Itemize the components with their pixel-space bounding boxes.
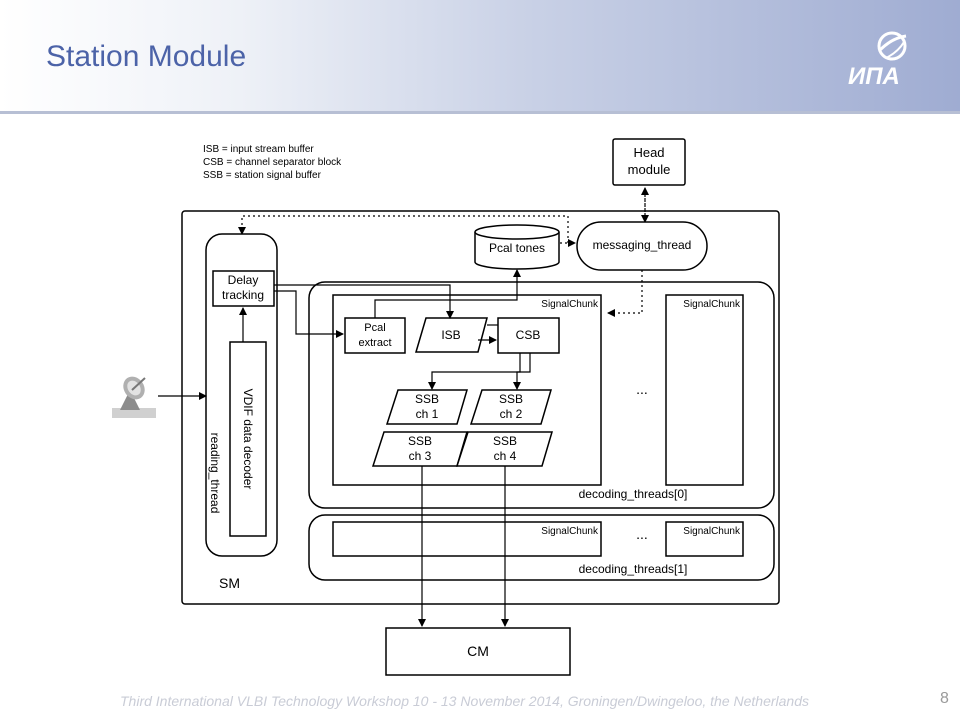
slide-footer: Third International VLBI Technology Work…: [120, 693, 809, 709]
radio-telescope-icon: [112, 376, 156, 418]
head-module-label-2: module: [628, 162, 671, 177]
legend-ssb: SSB = station signal buffer: [203, 170, 322, 181]
signal-chunk-label-main: SignalChunk: [541, 299, 599, 310]
isb-shape: [414, 317, 488, 353]
pcal-tones-store: [474, 224, 560, 270]
signal-chunk-box-right: [665, 294, 744, 486]
delay-tracking-label-1: Delay: [228, 273, 259, 287]
decoding-threads-1-box: [308, 514, 775, 581]
signal-chunk-label-right: SignalChunk: [683, 299, 741, 310]
signal-chunk-label-row2-main: SignalChunk: [541, 526, 599, 537]
page-number: 8: [940, 690, 949, 707]
vdif-decoder-box: [229, 341, 267, 537]
csb-label: CSB: [516, 328, 541, 342]
head-module-label-1: Head: [633, 145, 664, 160]
reading-thread-label: reading_thread: [208, 433, 222, 514]
csb-box: [497, 317, 560, 354]
decoding-threads-0-label: decoding_threads[0]: [579, 487, 688, 501]
legend-isb: ISB = input stream buffer: [203, 144, 314, 155]
ssb-ch4-shape: [455, 431, 554, 467]
ssb-ch2-label-1: SSB: [499, 392, 523, 406]
delay-tracking-box: [212, 270, 275, 307]
globe-icon: [877, 31, 907, 61]
head-module-box: [612, 138, 686, 186]
cm-label: CM: [467, 643, 489, 659]
header-divider: [0, 111, 960, 114]
ssb-ch3-label-2: ch 3: [409, 449, 432, 463]
sm-box: [181, 210, 780, 605]
cm-box: [385, 627, 571, 676]
pcal-extract-label-1: Pcal: [364, 322, 385, 334]
institute-logo: ИПА: [846, 28, 916, 92]
legend-csb: CSB = channel separator block: [203, 157, 342, 168]
sm-label: SM: [219, 575, 240, 591]
pcal-extract-label-2: extract: [358, 337, 391, 349]
pcal-extract-box: [344, 317, 406, 354]
ssb-ch1-label-2: ch 1: [416, 407, 439, 421]
isb-label: ISB: [441, 328, 460, 342]
ellipsis-0: ...: [636, 381, 648, 397]
slide-header: [0, 0, 960, 111]
messaging-thread-label: messaging_thread: [593, 238, 692, 252]
logo-text: ИПА: [848, 63, 900, 90]
vdif-decoder-label: VDIF data decoder: [241, 389, 255, 490]
ssb-ch1-label-1: SSB: [415, 392, 439, 406]
ssb-ch3-label-1: SSB: [408, 434, 432, 448]
ssb-ch2-label-2: ch 2: [500, 407, 523, 421]
ellipsis-1: ...: [636, 526, 648, 542]
ssb-ch4-label-2: ch 4: [494, 449, 517, 463]
signal-chunk-box-row2-main: [332, 521, 602, 557]
delay-tracking-label-2: tracking: [222, 288, 264, 302]
signal-chunk-box-main: [332, 294, 602, 486]
signal-chunk-box-row2-right: [665, 521, 744, 557]
decoding-threads-1-label: decoding_threads[1]: [579, 562, 688, 576]
ssb-ch1-shape: [385, 389, 469, 425]
ssb-ch2-shape: [469, 389, 553, 425]
signal-chunk-label-row2-right: SignalChunk: [683, 526, 741, 537]
pcal-tones-label: Pcal tones: [489, 241, 545, 255]
decoding-threads-0-box: [308, 281, 775, 509]
slide-title: Station Module: [46, 40, 247, 73]
ssb-ch4-label-1: SSB: [493, 434, 517, 448]
